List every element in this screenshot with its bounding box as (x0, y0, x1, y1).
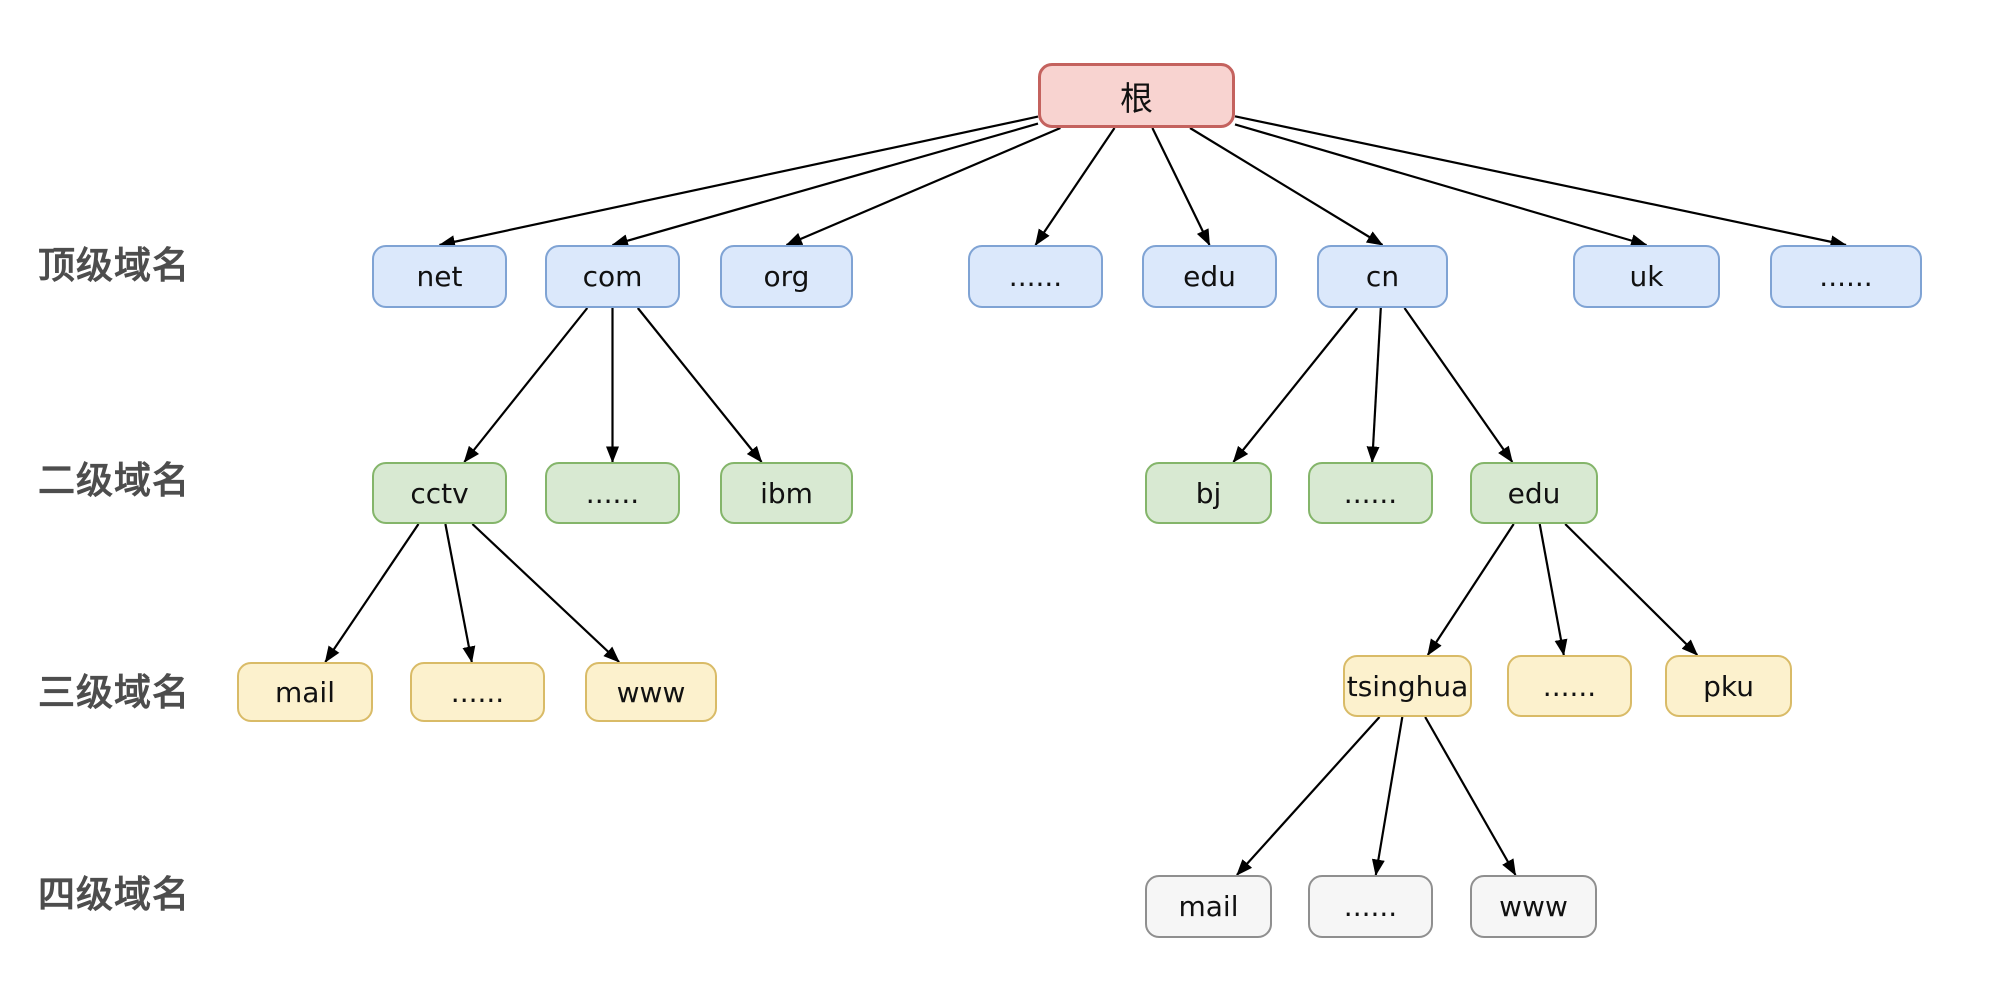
tree-node-mail-tsinghua: mail (1145, 875, 1272, 938)
tree-node-tld-dots-1: ...... (968, 245, 1103, 308)
tree-node-fourth-dots-1: ...... (1308, 875, 1433, 938)
tree-node-edu: edu (1142, 245, 1277, 308)
tree-node-cctv: cctv (372, 462, 507, 524)
edge-cn-to-edu-cn (1403, 307, 1514, 463)
edge-root-to-net (438, 115, 1039, 249)
level-label-third-level-domain: 三级域名 (38, 671, 190, 714)
tree-node-www-cctv: www (585, 662, 717, 722)
edge-root-to-com (611, 122, 1039, 247)
edge-root-to-tld-dots-2 (1234, 115, 1847, 249)
edge-root-to-edu (1151, 127, 1211, 246)
edge-cn-to-second-dots-2 (1366, 307, 1382, 463)
tree-node-third-dots-2: ...... (1507, 655, 1632, 717)
edge-tsinghua-to-www-tsinghua (1424, 716, 1517, 876)
tree-node-net: net (372, 245, 507, 308)
tree-node-edu-cn: edu (1470, 462, 1598, 524)
tree-node-org: org (720, 245, 853, 308)
tree-node-ibm: ibm (720, 462, 853, 524)
edge-cctv-to-third-dots-1 (444, 523, 476, 663)
edge-edu-cn-to-tsinghua (1426, 523, 1515, 656)
tree-node-second-dots-2: ...... (1308, 462, 1433, 524)
tree-node-www-tsinghua: www (1470, 875, 1597, 938)
level-label-second-level-domain: 二级域名 (38, 459, 190, 502)
tree-node-mail-cctv: mail (237, 662, 373, 722)
tree-node-root: 根 (1038, 63, 1235, 128)
tree-node-tsinghua: tsinghua (1343, 655, 1472, 717)
edge-edu-cn-to-pku (1564, 523, 1699, 656)
tree-node-uk: uk (1573, 245, 1720, 308)
level-label-top-level-domain: 顶级域名 (38, 244, 190, 287)
tree-node-tld-dots-2: ...... (1770, 245, 1922, 308)
level-label-fourth-level-domain: 四级域名 (38, 873, 190, 916)
edge-root-to-cn (1189, 127, 1384, 246)
edge-root-to-org (785, 126, 1061, 247)
tree-node-pku: pku (1665, 655, 1792, 717)
edge-cctv-to-mail-cctv (324, 523, 420, 663)
edge-root-to-uk (1234, 123, 1648, 247)
edge-cn-to-bj (1232, 307, 1359, 463)
tree-node-bj: bj (1145, 462, 1272, 524)
edge-root-to-tld-dots-1 (1034, 127, 1116, 246)
edge-edu-cn-to-third-dots-2 (1538, 523, 1568, 656)
edge-com-to-cctv (463, 307, 589, 463)
edge-tsinghua-to-mail-tsinghua (1236, 716, 1381, 876)
tree-node-com: com (545, 245, 680, 308)
tree-node-third-dots-1: ...... (410, 662, 545, 722)
edge-cctv-to-www-cctv (471, 523, 620, 663)
tree-node-second-dots-1: ...... (545, 462, 680, 524)
edge-com-to-ibm (636, 307, 763, 463)
tree-node-cn: cn (1317, 245, 1448, 308)
edge-tsinghua-to-fourth-dots-1 (1371, 716, 1404, 876)
